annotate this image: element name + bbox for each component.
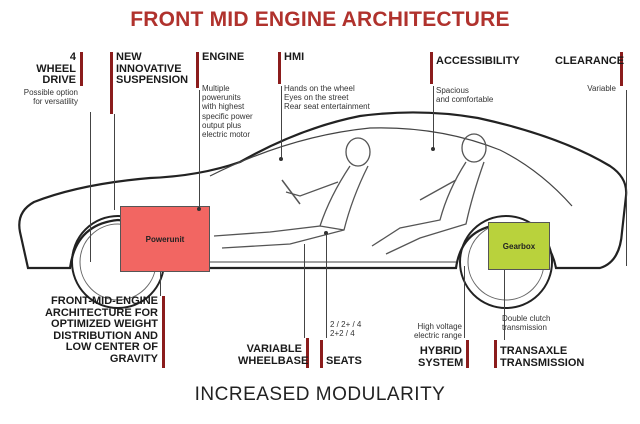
hybrid-label: HYBRID SYSTEM [418, 345, 464, 369]
clearance-desc: Variable [587, 84, 616, 93]
hybrid-bar [466, 340, 469, 368]
transaxle-label: TRANSAXLE TRANSMISSION [500, 345, 585, 369]
hmi-dot [279, 157, 283, 161]
engine-desc: Multiple powerunits with highest specifi… [202, 84, 253, 140]
seats-desc: 2 / 2+ / 4 2+2 / 4 [330, 320, 362, 339]
accessibility-desc: Spacious and comfortable [436, 86, 494, 105]
rear-wheel [459, 215, 553, 309]
footer-title: INCREASED MODULARITY [194, 384, 446, 405]
four-wheel-bar [80, 52, 83, 86]
suspension-line [114, 114, 115, 210]
four-wheel-desc: Possible option for versatility [23, 88, 78, 107]
clearance-label: CLEARANCE [555, 55, 625, 67]
hybrid-line [464, 266, 465, 338]
wheelbase-label: VARIABLE WHEELBASE [238, 343, 309, 367]
hmi-line [281, 86, 282, 158]
car-window-line [209, 127, 573, 207]
wheelbase-bar [306, 338, 309, 368]
transaxle-bar [494, 340, 497, 368]
powerunit-box: Powerunit [120, 206, 210, 272]
hybrid-desc: High voltage electric range [413, 322, 462, 341]
seats-dot [324, 231, 328, 235]
wheelbase-line [304, 244, 305, 338]
car-body-outline [18, 111, 628, 270]
accessibility-label: ACCESSIBILITY [436, 55, 520, 67]
four-wheel-label: 4 WHEEL DRIVE [36, 51, 76, 86]
hmi-bar [278, 52, 281, 84]
engine-dot [197, 207, 201, 211]
suspension-bar [110, 52, 113, 114]
engine-line [199, 90, 200, 208]
gearbox-box: Gearbox [488, 222, 550, 270]
front-mid-bar [162, 296, 165, 368]
engine-bar [196, 52, 199, 88]
page-title: FRONT MID ENGINE ARCHITECTURE [130, 8, 510, 31]
clearance-line [626, 90, 627, 266]
transaxle-desc: Double clutch transmission [502, 314, 551, 333]
driver-figure [213, 137, 371, 249]
seats-label: SEATS [326, 355, 362, 367]
four-wheel-line [90, 112, 91, 262]
accessibility-line [433, 86, 434, 148]
clearance-bar [620, 52, 623, 86]
front-mid-line [160, 272, 161, 296]
seats-bar [320, 340, 323, 368]
seats-line [326, 234, 327, 338]
suspension-label: NEW INNOVATIVE SUSPENSION [116, 51, 189, 86]
engine-label: ENGINE [202, 51, 245, 63]
front-mid-label: FRONT-MID-ENGINE ARCHITECTURE FOR OPTIMI… [44, 295, 158, 365]
steering-wheel [281, 179, 301, 205]
hmi-desc: Hands on the wheel Eyes on the street Re… [284, 84, 370, 112]
accessibility-bar [430, 52, 433, 84]
hmi-label: HMI [284, 51, 305, 63]
passenger-figure [371, 133, 487, 255]
transaxle-line [504, 270, 505, 340]
accessibility-dot [431, 147, 435, 151]
gearbox-label: Gearbox [502, 241, 536, 251]
powerunit-label: Powerunit [145, 234, 185, 244]
